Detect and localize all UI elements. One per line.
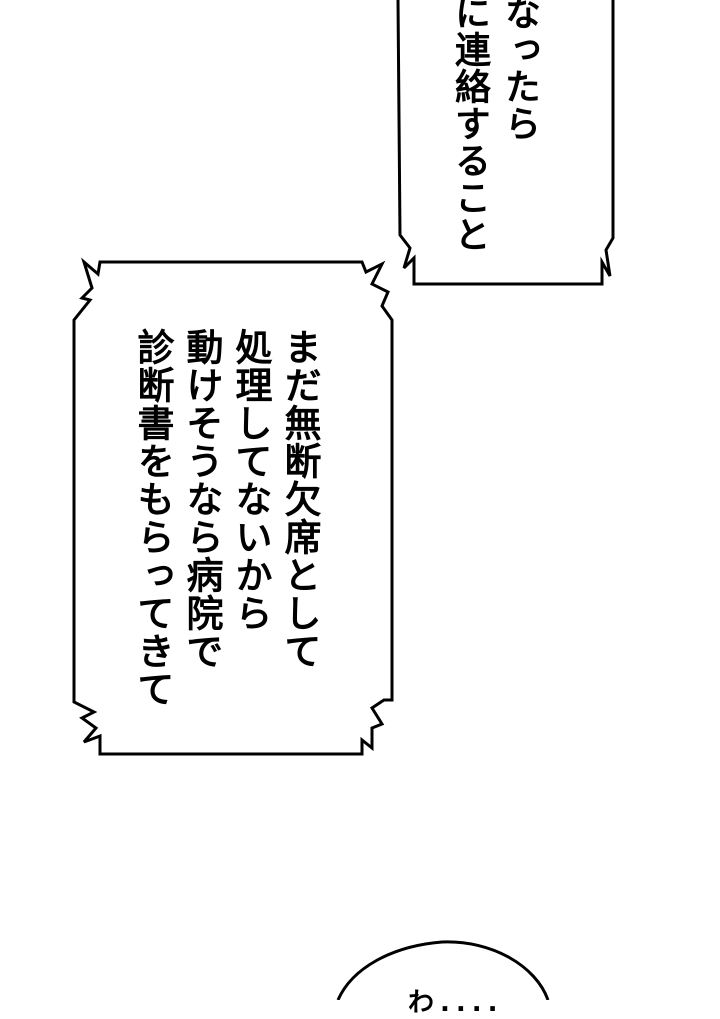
narration-middle-line: 動けそうなら病院で bbox=[180, 328, 223, 670]
narration-top-text: なったら に連絡すること bbox=[444, 0, 544, 253]
speech-bubble-bottom-border bbox=[336, 940, 550, 1000]
narration-top-line: に連絡すること bbox=[449, 0, 490, 253]
narration-middle-line: まだ無断欠席として bbox=[278, 328, 321, 670]
narration-middle-line: 診断書をもらってきて bbox=[131, 328, 174, 708]
speech-bubble-bottom-text: わ.... bbox=[408, 988, 504, 1018]
narration-middle-text: まだ無断欠席として 処理してないから 動けそうなら病院で 診断書をもらってきて bbox=[128, 328, 324, 708]
narration-top-line: なったら bbox=[499, 0, 540, 142]
narration-box-top-border bbox=[396, 0, 615, 286]
narration-middle-line: 処理してないから bbox=[229, 328, 272, 632]
narration-box-middle-border bbox=[72, 257, 394, 756]
